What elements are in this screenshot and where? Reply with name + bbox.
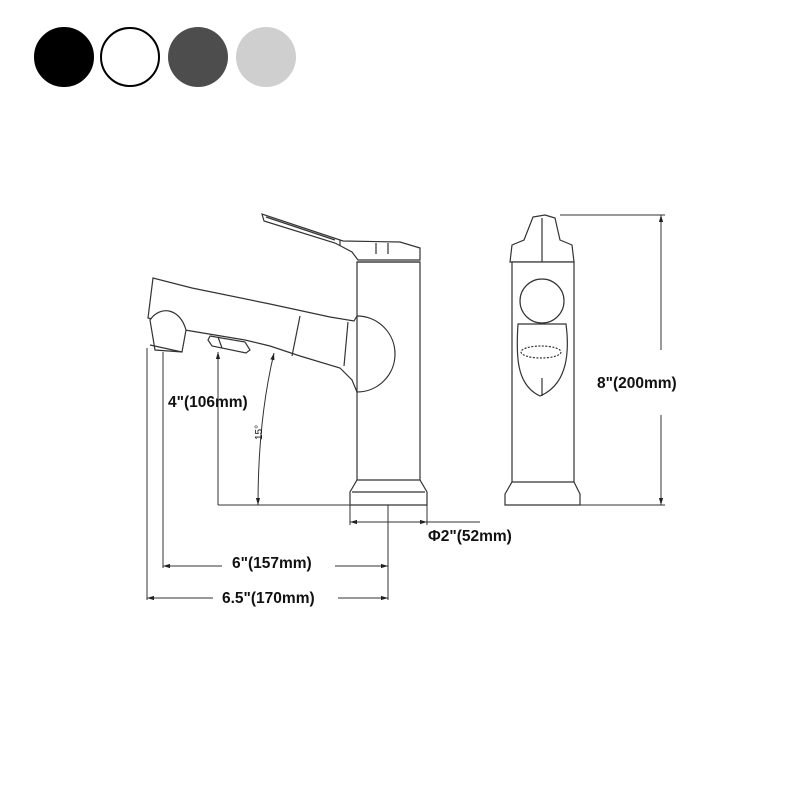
spout-angle-label: 15° [254,425,265,440]
spout-height-label: 4"(106mm) [168,394,248,411]
faucet-front-view [504,214,581,506]
base-diameter-label: Φ2"(52mm) [428,528,512,545]
spout-reach-label: 6"(157mm) [232,555,312,572]
dimension-lines [146,214,665,601]
faucet-body [349,261,428,506]
total-height-label: 8"(200mm) [597,375,677,392]
color-swatch-gunmetal-grey[interactable] [168,27,228,87]
pull-out-spout [147,277,358,393]
color-swatch-white[interactable] [100,27,160,87]
handle-lever [261,213,421,261]
color-swatch-light-grey[interactable] [236,27,296,87]
total-reach-label: 6.5"(170mm) [222,590,315,607]
color-swatch-black[interactable] [34,27,94,87]
faucet-side-view [147,213,428,506]
